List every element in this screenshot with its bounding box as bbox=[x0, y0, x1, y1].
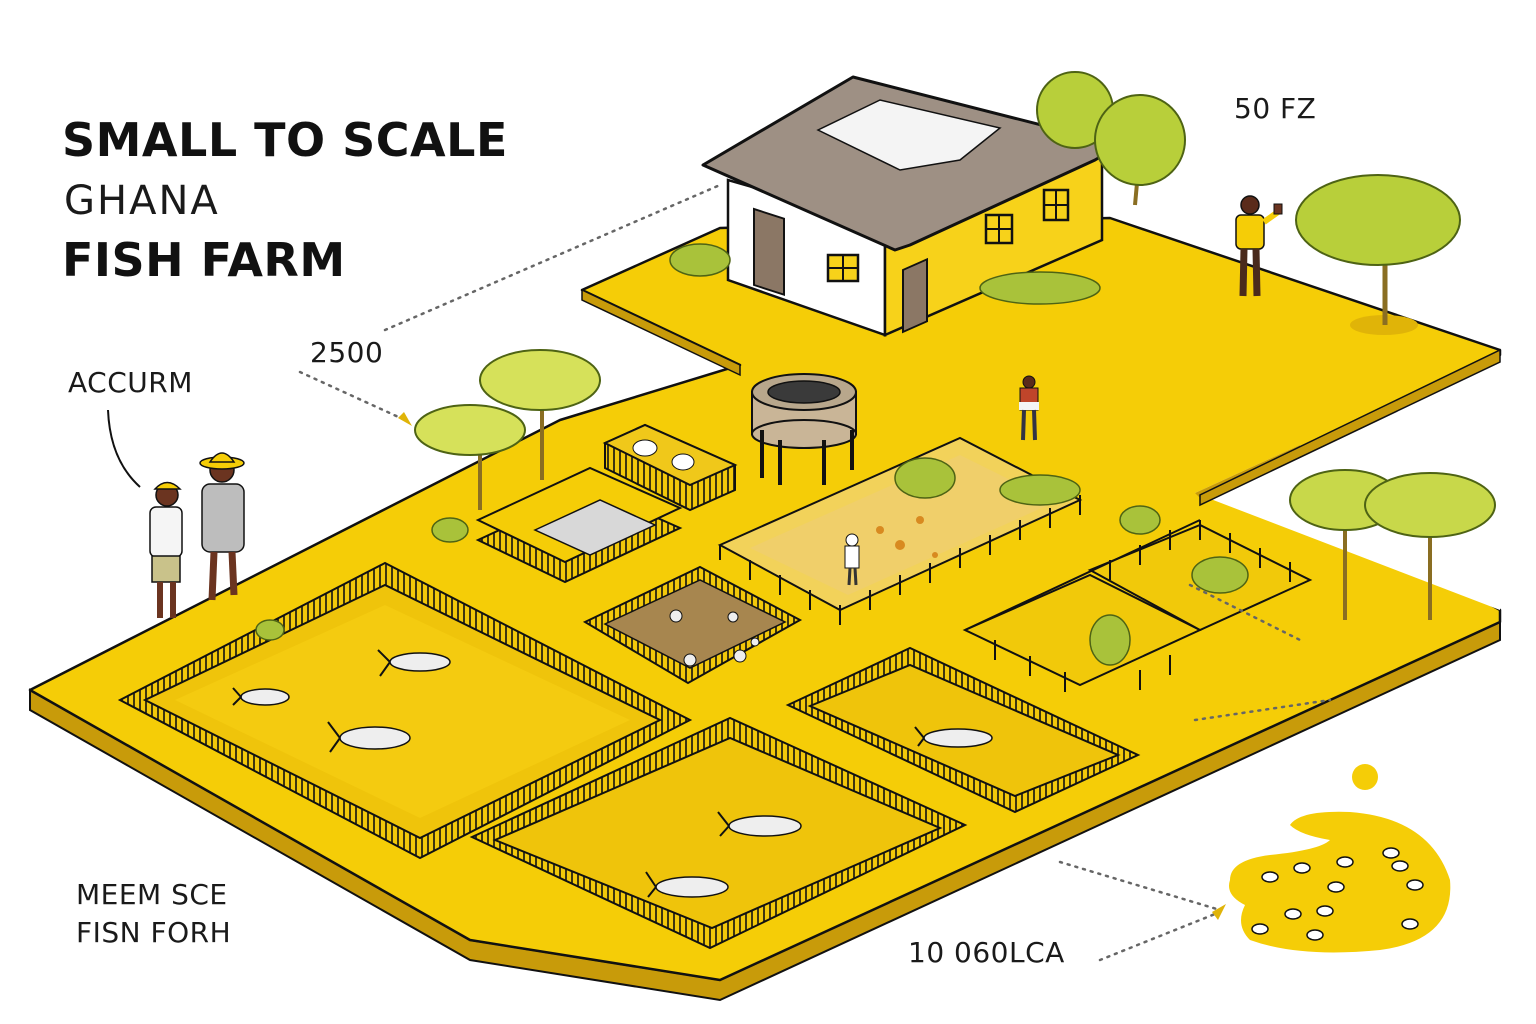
label-bottom-left: MEEM SCE FISN FORH bbox=[76, 878, 232, 949]
shrubs bbox=[255, 243, 1249, 666]
fish-icon bbox=[377, 649, 451, 677]
person-worker-yellow-hat bbox=[199, 452, 245, 601]
person-worker-white-shirt bbox=[149, 481, 183, 618]
tree-behind-house bbox=[1036, 71, 1186, 206]
title-line-2: FISH FARM bbox=[62, 233, 346, 287]
bottom-center-pond bbox=[469, 716, 968, 950]
water-tank-well bbox=[751, 373, 857, 485]
page-title: SMALL TO SCALE FISH FARM bbox=[62, 50, 508, 350]
people-callout-line bbox=[107, 409, 141, 488]
person-near-well bbox=[1019, 375, 1039, 441]
arrowhead-icon bbox=[1212, 904, 1226, 920]
fish-icon bbox=[717, 811, 802, 837]
page-subtitle: GHANA bbox=[64, 178, 220, 224]
person-yellow-shirt bbox=[1235, 195, 1283, 297]
house bbox=[701, 75, 1122, 337]
label-top-right: 50 FZ bbox=[1234, 92, 1317, 125]
palm-trees-right bbox=[1289, 469, 1496, 620]
fish-fry-icon bbox=[1251, 847, 1424, 941]
door bbox=[902, 257, 928, 334]
fish-icon bbox=[327, 721, 411, 753]
title-line-1: SMALL TO SCALE bbox=[62, 113, 508, 167]
tree-right bbox=[1295, 174, 1461, 335]
fish-icon bbox=[914, 726, 993, 748]
palm-trees-left bbox=[414, 349, 601, 510]
right-pond bbox=[785, 646, 1141, 814]
feed-storage-box bbox=[602, 423, 738, 512]
person-in-sandy-plot bbox=[844, 533, 860, 586]
door bbox=[753, 207, 785, 297]
dotted-leaders bbox=[298, 183, 1332, 962]
hatchery-tank bbox=[475, 466, 683, 584]
label-house-callout: 2500 bbox=[310, 336, 384, 369]
label-bottom-callout: 10 060LCA bbox=[908, 936, 1065, 969]
mud-pond bbox=[582, 565, 803, 685]
label-people-callout: ACCURM bbox=[68, 366, 193, 399]
arrowhead-icon bbox=[398, 412, 412, 426]
fingerling-blob bbox=[1229, 764, 1451, 953]
fence bbox=[719, 495, 1291, 692]
fish-icon bbox=[645, 871, 729, 898]
fish-icon bbox=[232, 687, 290, 706]
